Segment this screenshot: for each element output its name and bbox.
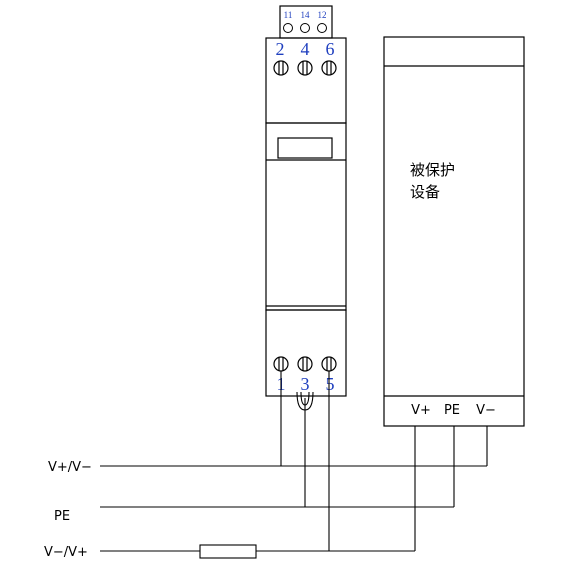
bottom-terminal-numbers: 1 3 5 xyxy=(277,374,335,394)
line3-label: V−/V+ xyxy=(44,545,88,560)
module-bottom-section xyxy=(265,309,347,397)
fuse-icon xyxy=(199,544,257,559)
connector-number: 11 xyxy=(284,10,293,20)
connector-number: 12 xyxy=(318,10,327,20)
equipment-terminal-label: V+ xyxy=(411,403,431,418)
top-terminal-numbers: 2 4 6 xyxy=(276,39,335,59)
terminal-number: 4 xyxy=(301,39,310,59)
connector-hole xyxy=(283,23,293,33)
screw-terminal-icon xyxy=(273,60,289,76)
indicator-window xyxy=(277,137,333,159)
protected-equipment xyxy=(383,36,525,427)
equipment-box xyxy=(383,36,525,427)
top-screw-terminals xyxy=(273,60,337,76)
equipment-terminal-label: PE xyxy=(444,403,460,418)
equipment-terminal-labels: V+ PE V− xyxy=(411,403,496,418)
terminal-number: 2 xyxy=(276,39,285,59)
terminal-number: 6 xyxy=(326,39,335,59)
screw-terminal-icon xyxy=(321,356,337,372)
surge-protector-module xyxy=(265,5,347,397)
equipment-terminal-label: V− xyxy=(476,403,496,418)
line2-label: PE xyxy=(54,509,70,524)
connector-hole xyxy=(300,23,310,33)
screw-terminal-icon xyxy=(273,356,289,372)
line1-label: V+/V− xyxy=(48,460,92,475)
jumper-loop xyxy=(300,391,310,406)
screw-terminal-icon xyxy=(321,60,337,76)
equipment-title-line1: 被保护 xyxy=(410,161,455,179)
top-connector-labels: 11 14 12 xyxy=(284,10,327,20)
equipment-title-line2: 设备 xyxy=(410,183,440,201)
bottom-screw-terminals xyxy=(273,356,337,372)
line-labels: V+/V− PE V−/V+ xyxy=(44,460,92,560)
connector-number: 14 xyxy=(301,10,311,20)
connector-holes xyxy=(283,23,327,33)
terminal-number: 3 xyxy=(301,374,310,394)
terminal-number: 5 xyxy=(326,374,335,394)
screw-terminal-icon xyxy=(297,60,313,76)
wiring xyxy=(100,371,488,559)
connector-hole xyxy=(317,23,327,33)
jumper-loop xyxy=(296,391,314,411)
screw-terminal-icon xyxy=(297,356,313,372)
